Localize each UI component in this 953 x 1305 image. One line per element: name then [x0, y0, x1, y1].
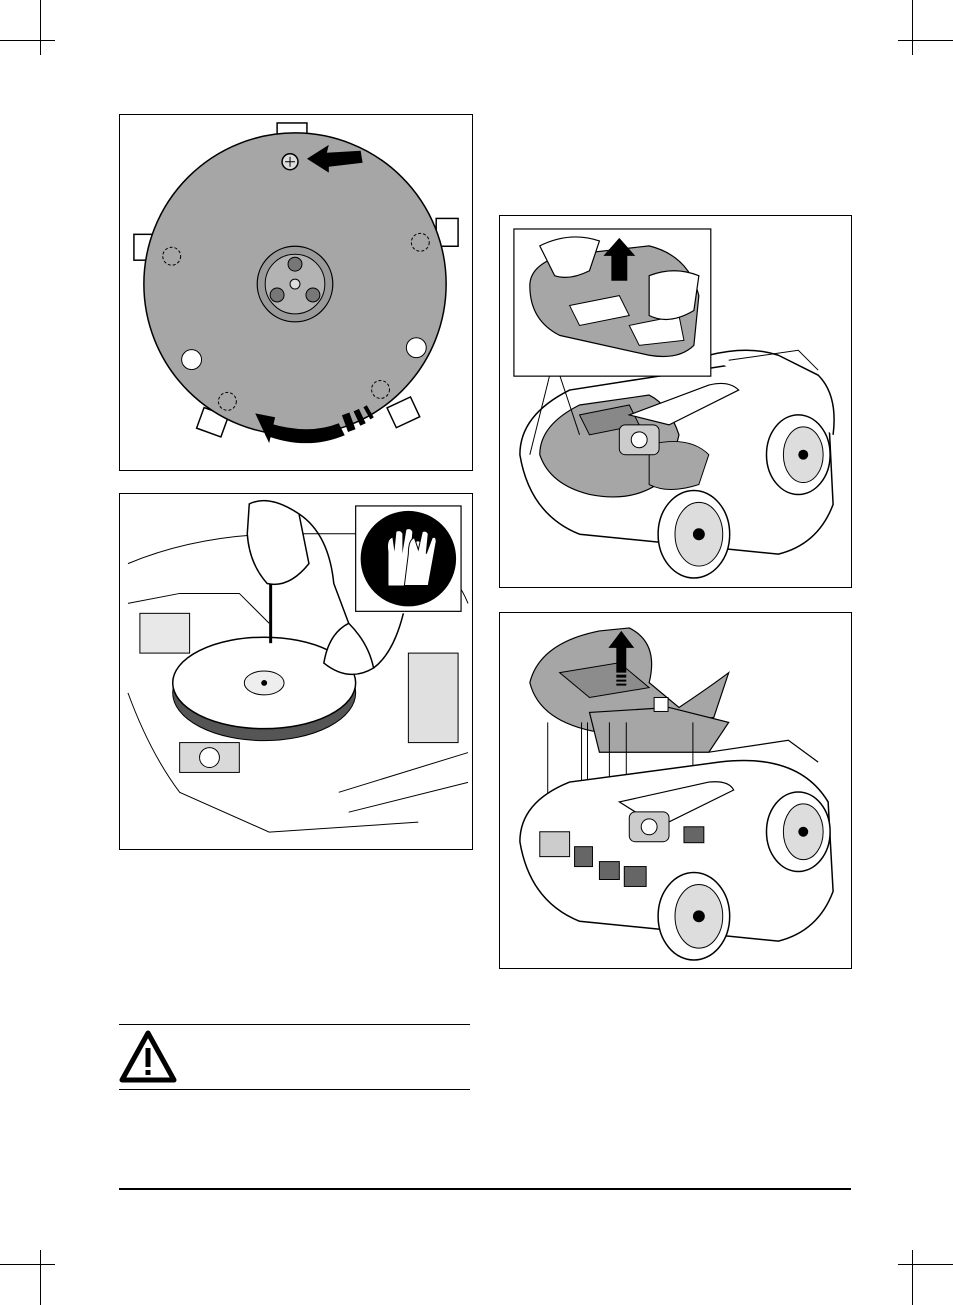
- warning-triangle-icon: [119, 1030, 177, 1084]
- crop-mark-icon: [912, 0, 913, 55]
- figure-lift-body-front: [499, 215, 852, 588]
- crop-mark-icon: [898, 1264, 953, 1265]
- warning-top-rule: [119, 1024, 470, 1025]
- crop-mark-icon: [898, 40, 953, 41]
- blade-removal-illustration: [120, 494, 472, 849]
- figure-blade-disc-screw: [119, 114, 473, 471]
- warning-bottom-rule: [119, 1089, 470, 1090]
- crop-mark-icon: [40, 1250, 41, 1305]
- blade-disc-illustration: [120, 115, 472, 470]
- body-cover-illustration: [500, 613, 851, 968]
- crop-mark-icon: [40, 0, 41, 55]
- footer-rule: [119, 1188, 851, 1190]
- lift-body-illustration: [500, 216, 851, 587]
- figure-remove-body-cover: [499, 612, 852, 969]
- crop-mark-icon: [912, 1250, 913, 1305]
- crop-mark-icon: [0, 1264, 55, 1265]
- figure-remove-blade-disc: [119, 493, 473, 850]
- crop-mark-icon: [0, 40, 55, 41]
